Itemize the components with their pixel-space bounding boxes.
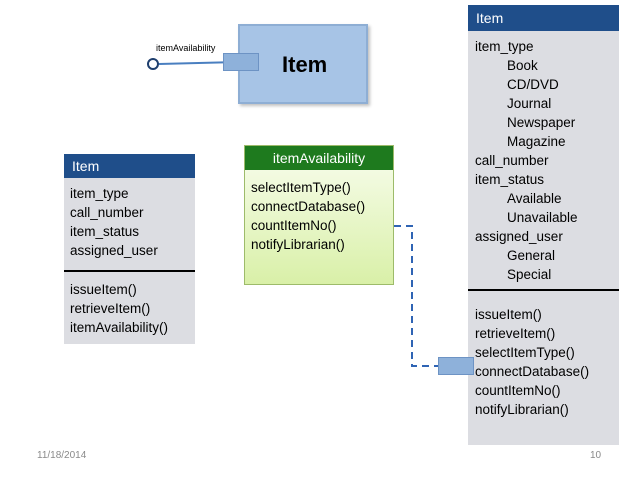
attribute: call_number [70, 205, 144, 220]
footer-date: 11/18/2014 [37, 450, 87, 461]
attribute-value: Journal [507, 96, 552, 111]
method: issueItem() [475, 307, 542, 322]
middle-class-title: itemAvailability [245, 146, 393, 170]
middle-class-box: itemAvailability selectItemType() connec… [244, 145, 394, 285]
dependency-dashed-line [394, 225, 440, 367]
method: connectDatabase() [251, 199, 366, 214]
left-class-title: Item [64, 154, 195, 178]
method: retrieveItem() [475, 326, 556, 341]
interface-label: itemAvailability [156, 43, 216, 53]
method: countItemNo() [251, 218, 337, 233]
item-box-title: Item [282, 52, 328, 77]
right-class-attributes: item_type Book CD/DVD Journal Newspaper … [468, 31, 619, 289]
method: itemAvailability() [70, 320, 169, 335]
middle-class-methods: selectItemType() connectDatabase() count… [245, 170, 393, 284]
method: notifyLibrarian() [475, 402, 569, 417]
interface-circle [147, 58, 159, 70]
footer-page-number: 10 [590, 450, 602, 461]
method: connectDatabase() [475, 364, 590, 379]
attribute-value: Special [507, 267, 552, 282]
left-class-box: Item item_type call_number item_status a… [64, 154, 195, 344]
right-class-box: Item item_type Book CD/DVD Journal Newsp… [468, 5, 619, 445]
method: retrieveItem() [70, 301, 151, 316]
method: selectItemType() [475, 345, 575, 360]
attribute-value: Available [507, 191, 562, 206]
attribute-value: CD/DVD [507, 77, 559, 92]
interface-port [223, 53, 259, 71]
attribute-value: Magazine [507, 134, 566, 149]
attribute: assigned_user [70, 243, 158, 258]
attribute: item_type [70, 186, 129, 201]
attribute: item_type [475, 39, 534, 54]
left-class-attributes: item_type call_number item_status assign… [64, 178, 195, 270]
divider [64, 270, 195, 272]
item-box: Item [238, 24, 368, 104]
dependency-port [438, 357, 474, 375]
method: selectItemType() [251, 180, 351, 195]
attribute: assigned_user [475, 229, 563, 244]
attribute-value: General [507, 248, 556, 263]
right-class-methods: issueItem() retrieveItem() selectItemTyp… [468, 291, 619, 445]
attribute-value: Unavailable [507, 210, 578, 225]
attribute: item_status [475, 172, 545, 187]
left-class-methods: issueItem() retrieveItem() itemAvailabil… [64, 272, 195, 344]
method: issueItem() [70, 282, 137, 297]
method: countItemNo() [475, 383, 561, 398]
method: notifyLibrarian() [251, 237, 345, 252]
attribute: call_number [475, 153, 549, 168]
right-class-title: Item [468, 5, 619, 31]
attribute-value: Book [507, 58, 538, 73]
divider [468, 289, 619, 291]
attribute-value: Newspaper [507, 115, 576, 130]
attribute: item_status [70, 224, 140, 239]
